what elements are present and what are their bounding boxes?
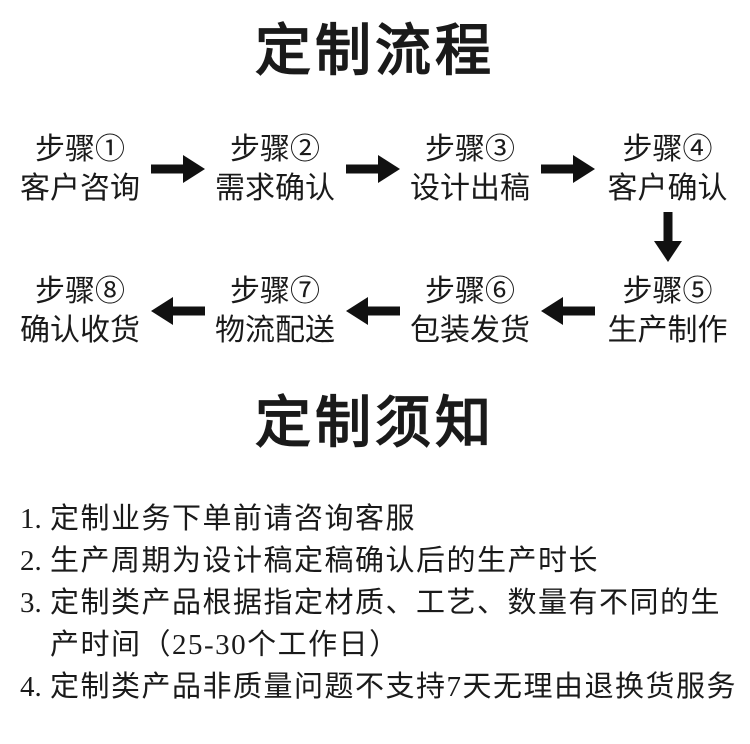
flow-step-3: 步骤③ 设计出稿 bbox=[410, 130, 530, 208]
notice-item-1: 1. 定制业务下单前请咨询客服 bbox=[20, 498, 742, 540]
flow-step-8: 步骤⑧ 确认收货 bbox=[20, 272, 140, 350]
flow-title: 定制流程 bbox=[255, 21, 495, 83]
step-number: 步骤③ bbox=[425, 133, 515, 166]
notice-item-number: 2. bbox=[20, 545, 42, 577]
notice-item-text: 定制类产品非质量问题不支持7天无理由退换货服务 bbox=[50, 671, 738, 703]
notice-item-number: 4. bbox=[20, 671, 42, 703]
step-label: 物流配送 bbox=[215, 314, 335, 347]
step-number: 步骤⑥ bbox=[425, 275, 515, 308]
flow-step-4: 步骤④ 客户确认 bbox=[608, 130, 728, 208]
notice-item-3: 3. 定制类产品根据指定材质、工艺、数量有不同的生产时间（25-30个工作日） bbox=[20, 582, 742, 666]
notice-title: 定制须知 bbox=[255, 393, 495, 455]
step-label: 客户确认 bbox=[607, 172, 728, 205]
flow-row-top: 步骤① 客户咨询 步骤② 需求确认 步骤③ 设计出稿 步骤④ bbox=[0, 130, 750, 208]
notice-item-number: 1. bbox=[20, 503, 42, 535]
flow-step-1: 步骤① 客户咨询 bbox=[20, 130, 140, 208]
step-number: 步骤⑤ bbox=[622, 275, 713, 308]
step-number: 步骤④ bbox=[622, 133, 713, 166]
step-label: 设计出稿 bbox=[410, 172, 530, 205]
arrow-left-icon bbox=[150, 296, 205, 326]
flow-step-2: 步骤② 需求确认 bbox=[215, 130, 335, 208]
flow-step-6: 步骤⑥ 包装发货 bbox=[410, 272, 530, 350]
arrow-right-icon bbox=[150, 154, 205, 184]
notice-item-text: 定制业务下单前请咨询客服 bbox=[50, 503, 417, 535]
arrow-right-icon bbox=[540, 154, 595, 184]
notice-item-4: 4. 定制类产品非质量问题不支持7天无理由退换货服务 bbox=[20, 666, 742, 708]
step-label: 客户咨询 bbox=[20, 172, 140, 205]
notice-item-text: 生产周期为设计稿定稿确认后的生产时长 bbox=[50, 545, 600, 577]
notice-item-text: 定制类产品根据指定材质、工艺、数量有不同的生产时间（25-30个工作日） bbox=[50, 587, 722, 661]
flow-step-5: 步骤⑤ 生产制作 bbox=[608, 272, 728, 350]
step-label: 确认收货 bbox=[20, 314, 140, 347]
flow-connector-row bbox=[0, 210, 750, 264]
step-number: 步骤⑦ bbox=[230, 275, 320, 308]
step-number: 步骤② bbox=[230, 133, 320, 166]
notice-item-number: 3. bbox=[20, 587, 42, 619]
step-label: 包装发货 bbox=[410, 314, 530, 347]
step-label: 生产制作 bbox=[607, 314, 728, 347]
arrow-left-icon bbox=[345, 296, 400, 326]
flow-row-bottom: 步骤⑧ 确认收货 步骤⑦ 物流配送 步骤⑥ 包装发货 步骤⑤ bbox=[0, 272, 750, 350]
step-number: 步骤① bbox=[35, 133, 125, 166]
step-number: 步骤⑧ bbox=[35, 275, 125, 308]
arrow-left-icon bbox=[540, 296, 595, 326]
notice-list: 1. 定制业务下单前请咨询客服 2. 生产周期为设计稿定稿确认后的生产时长 3.… bbox=[20, 498, 742, 708]
arrow-right-icon bbox=[345, 154, 400, 184]
step-label: 需求确认 bbox=[215, 172, 335, 205]
flow-step-7: 步骤⑦ 物流配送 bbox=[215, 272, 335, 350]
notice-item-2: 2. 生产周期为设计稿定稿确认后的生产时长 bbox=[20, 540, 742, 582]
arrow-down-icon bbox=[653, 212, 683, 262]
